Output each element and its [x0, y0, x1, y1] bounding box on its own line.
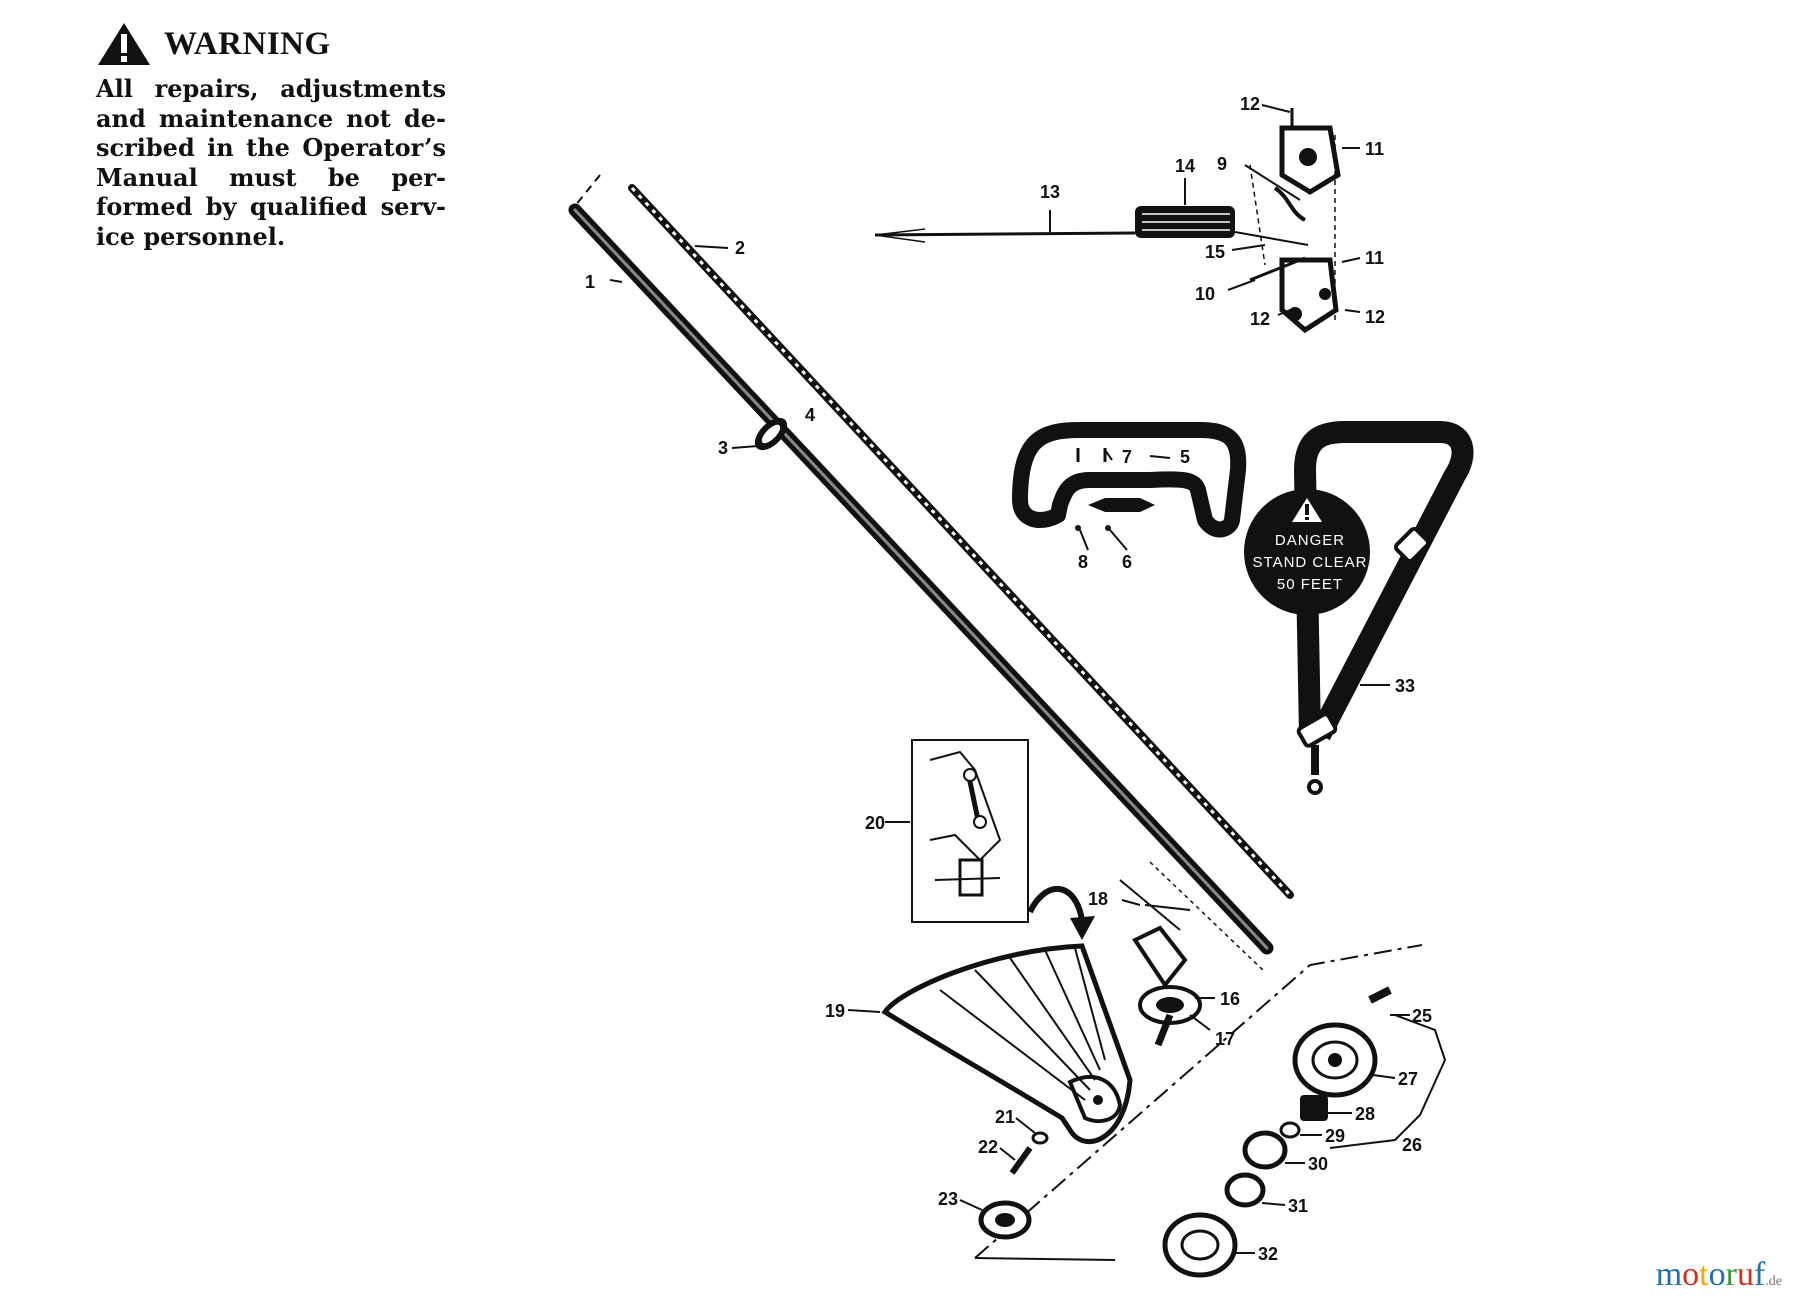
- inset-pointer-arrow: [1027, 885, 1085, 921]
- callout-13: 13: [1040, 182, 1060, 202]
- warning-title: WARNING: [164, 25, 331, 62]
- throttle-handle-assembly: [874, 108, 1341, 334]
- callout-25: 25: [1412, 1006, 1432, 1026]
- flex-drive-cable: [628, 184, 1294, 899]
- callout-15: 15: [1205, 242, 1225, 262]
- callout-23: 23: [938, 1189, 958, 1209]
- small-fasteners: [978, 1131, 1049, 1240]
- label-leader-lines: [609, 104, 1410, 1254]
- gear-head: [1119, 879, 1202, 1047]
- callout-27: 27: [1398, 1069, 1418, 1089]
- callout-5: 5: [1180, 447, 1190, 467]
- callout-4: 4: [805, 405, 815, 425]
- brand-letter: o: [1682, 1256, 1700, 1293]
- warning-line-1: All repairs, adjustments: [96, 74, 446, 103]
- callout-30: 30: [1308, 1154, 1328, 1174]
- sign-line-1: DANGER: [1275, 532, 1345, 549]
- callout-19: 19: [825, 1001, 845, 1021]
- callout-12b: 12: [1250, 309, 1270, 329]
- callout-28: 28: [1355, 1104, 1375, 1124]
- shaft-dash-line: [574, 174, 601, 207]
- sign-line-3: 50 FEET: [1277, 576, 1343, 593]
- callout-12c: 12: [1365, 307, 1385, 327]
- callout-31: 31: [1288, 1196, 1308, 1216]
- outer-shaft-tube: [568, 203, 1274, 955]
- arrow-head-icon: [1070, 916, 1095, 940]
- callout-32: 32: [1258, 1244, 1278, 1264]
- warning-line-5: formed by qualified serv-: [96, 192, 446, 221]
- callout-10: 10: [1195, 284, 1215, 304]
- warning-notice: WARNING All repairs, adjustments and mai…: [96, 22, 446, 251]
- warning-line-6: ice personnel.: [96, 221, 286, 251]
- brand-letter: f: [1753, 1256, 1766, 1293]
- grass-shield: [881, 943, 1133, 1144]
- sign-line-2: STAND CLEAR: [1253, 554, 1368, 571]
- brand-letter: m: [1655, 1256, 1683, 1293]
- loop-handle: [1012, 422, 1247, 538]
- callout-11b: 11: [1365, 248, 1384, 268]
- trimmer-head-parts: [974, 944, 1447, 1278]
- callout-21: 21: [995, 1107, 1015, 1127]
- callout-12a: 12: [1240, 94, 1260, 114]
- callout-1: 1: [585, 272, 595, 292]
- warning-triangle-icon: [98, 23, 150, 65]
- callout-8: 8: [1078, 552, 1088, 572]
- brand-watermark: motoruf.de: [1656, 1256, 1782, 1294]
- brand-letter: r: [1725, 1256, 1737, 1293]
- callout-17: 17: [1215, 1029, 1235, 1049]
- brand-letter: u: [1736, 1256, 1754, 1293]
- callout-29: 29: [1325, 1126, 1345, 1146]
- callout-18: 18: [1088, 889, 1108, 909]
- callout-22: 22: [978, 1137, 998, 1157]
- bracket-detail-inset: [911, 739, 1029, 923]
- callout-16: 16: [1220, 989, 1240, 1009]
- brand-letter: t: [1699, 1256, 1709, 1293]
- callout-33: 33: [1395, 676, 1415, 696]
- warning-line-3: scribed in the Operator’s: [96, 133, 446, 162]
- callout-14: 14: [1175, 156, 1195, 176]
- callout-9: 9: [1217, 154, 1227, 174]
- shoulder-harness: [1244, 421, 1474, 795]
- warning-header: WARNING: [96, 22, 446, 66]
- brand-tld: .de: [1765, 1274, 1782, 1289]
- callout-20: 20: [865, 813, 885, 833]
- callout-3: 3: [718, 438, 728, 458]
- warning-text: All repairs, adjustments and maintenance…: [96, 74, 446, 251]
- warning-line-2: and maintenance not de-: [96, 103, 446, 133]
- callout-7: 7: [1122, 447, 1132, 467]
- callout-11a: 11: [1365, 139, 1384, 159]
- brand-letter: o: [1708, 1256, 1726, 1293]
- shaft-guide-line: [1149, 861, 1266, 973]
- callout-6: 6: [1122, 552, 1132, 572]
- warning-line-4: Manual must be per-: [96, 162, 446, 192]
- shaft-clamp: [754, 417, 788, 451]
- callout-2: 2: [735, 238, 745, 258]
- callout-26: 26: [1402, 1135, 1422, 1155]
